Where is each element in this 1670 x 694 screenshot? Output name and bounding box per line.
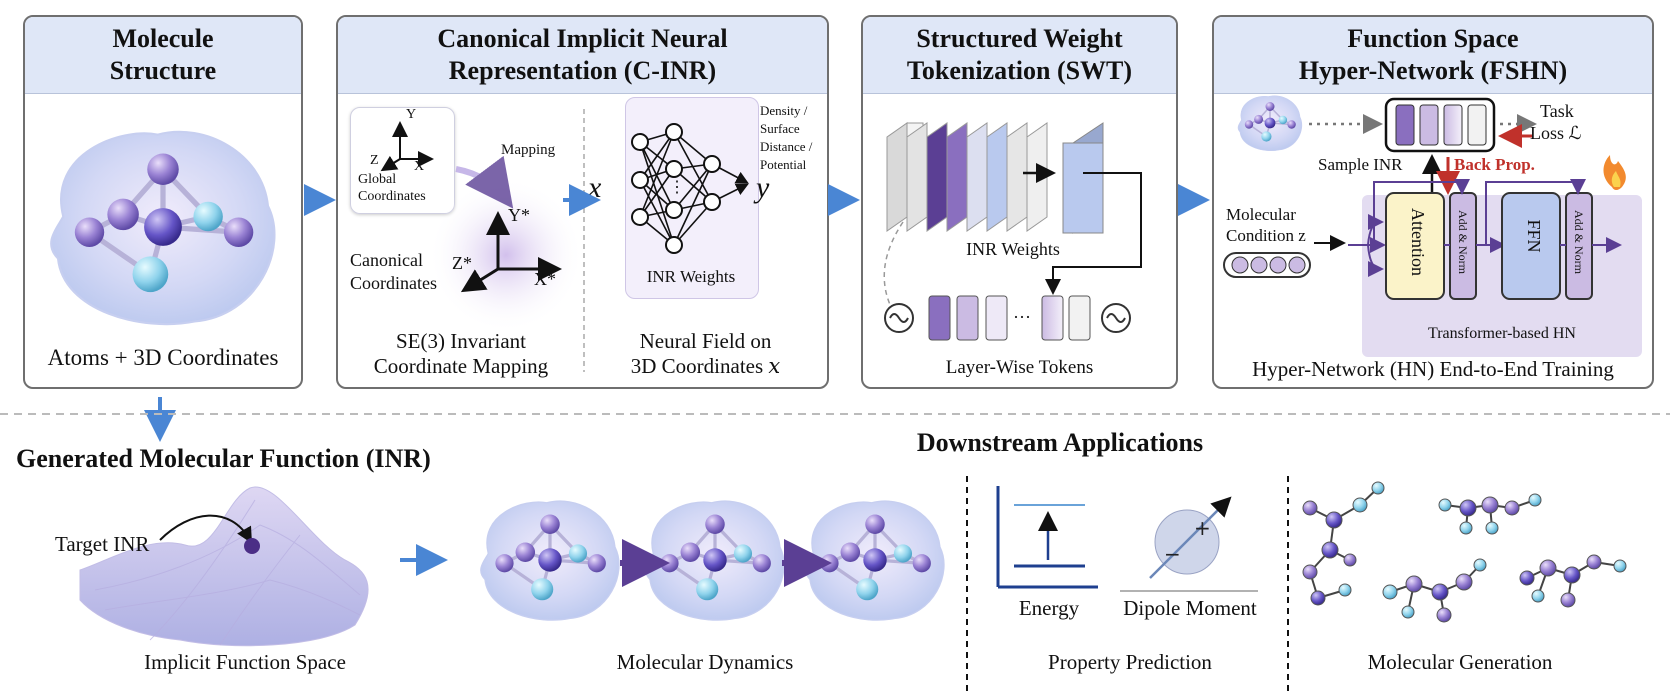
output-desc-3: Distance / xyxy=(760,139,813,154)
se3-caption-1: SE(3) Invariant xyxy=(395,329,527,353)
axis-xstar-label: X* xyxy=(534,269,556,289)
output-desc-2: Surface xyxy=(760,121,800,136)
global-coordinates-label-2: Coordinates xyxy=(358,189,426,204)
sample-inr-label: Sample INR xyxy=(1318,155,1403,174)
se3-caption-2: Coordinate Mapping xyxy=(373,354,549,378)
molecular-generation-caption: Molecular Generation xyxy=(1367,650,1553,674)
canonical-coordinates-label-1: Canonical xyxy=(350,250,423,270)
axis-ystar-label: Y* xyxy=(508,205,530,225)
output-desc-4: Potential xyxy=(760,157,807,172)
generated-function-title: Generated Molecular Function (INR) xyxy=(16,444,431,473)
neural-field-caption-2: 3D Coordinates 𝑥 xyxy=(630,354,781,378)
task-loss-label-2: Loss ℒ xyxy=(1530,123,1582,143)
axis-zstar-label: Z* xyxy=(452,253,472,273)
transformer-hn-label: Transformer-based HN xyxy=(1428,325,1576,342)
back-prop-label: Back Prop. xyxy=(1454,155,1535,174)
implicit-function-space-caption: Implicit Function Space xyxy=(144,650,346,674)
molecular-condition-label-2: Condition z xyxy=(1226,226,1306,245)
energy-label: Energy xyxy=(1018,596,1080,620)
axis-z-label: Z xyxy=(370,153,379,168)
token-ellipsis: ··· xyxy=(1013,307,1031,327)
global-coordinates-box xyxy=(350,107,455,214)
fshn-diagram xyxy=(1223,95,1626,300)
svg-text:+: + xyxy=(1194,516,1211,540)
layer-wise-tokens-label: Layer-Wise Tokens xyxy=(945,357,1094,378)
molecular-dynamics-caption: Molecular Dynamics xyxy=(616,650,794,674)
global-coordinates-label-1: Global xyxy=(358,172,397,187)
inr-weights-label: INR Weights xyxy=(646,267,736,286)
global-axes xyxy=(380,109,585,372)
dipole-moment-label: Dipole Moment xyxy=(1123,596,1257,620)
property-prediction-caption: Property Prediction xyxy=(1048,650,1212,674)
network-dots: ⋮ xyxy=(669,179,685,196)
svg-text:−: − xyxy=(1164,542,1181,566)
canonical-coordinates-label-2: Coordinates xyxy=(350,273,437,293)
swt-inr-weights-label: INR Weights xyxy=(966,239,1060,259)
task-loss-label-1: Task xyxy=(1540,101,1574,121)
output-y-symbol: y xyxy=(756,171,770,204)
neural-field-caption-1: Neural Field on xyxy=(639,329,772,353)
axis-x-label: X xyxy=(414,159,425,174)
axis-y-label: Y xyxy=(406,107,417,122)
weight-slices xyxy=(883,122,1142,341)
molecular-condition-label-1: Molecular xyxy=(1226,205,1296,224)
molecule-caption: Atoms + 3D Coordinates xyxy=(47,345,279,370)
mapping-label: Mapping xyxy=(501,142,556,158)
output-desc-1: Density / xyxy=(760,103,808,118)
inr-network xyxy=(631,123,749,254)
hn-training-caption: Hyper-Network (HN) End-to-End Training xyxy=(1252,357,1614,381)
target-inr-label: Target INR xyxy=(55,532,150,556)
downstream-applications-title: Downstream Applications xyxy=(916,428,1204,457)
